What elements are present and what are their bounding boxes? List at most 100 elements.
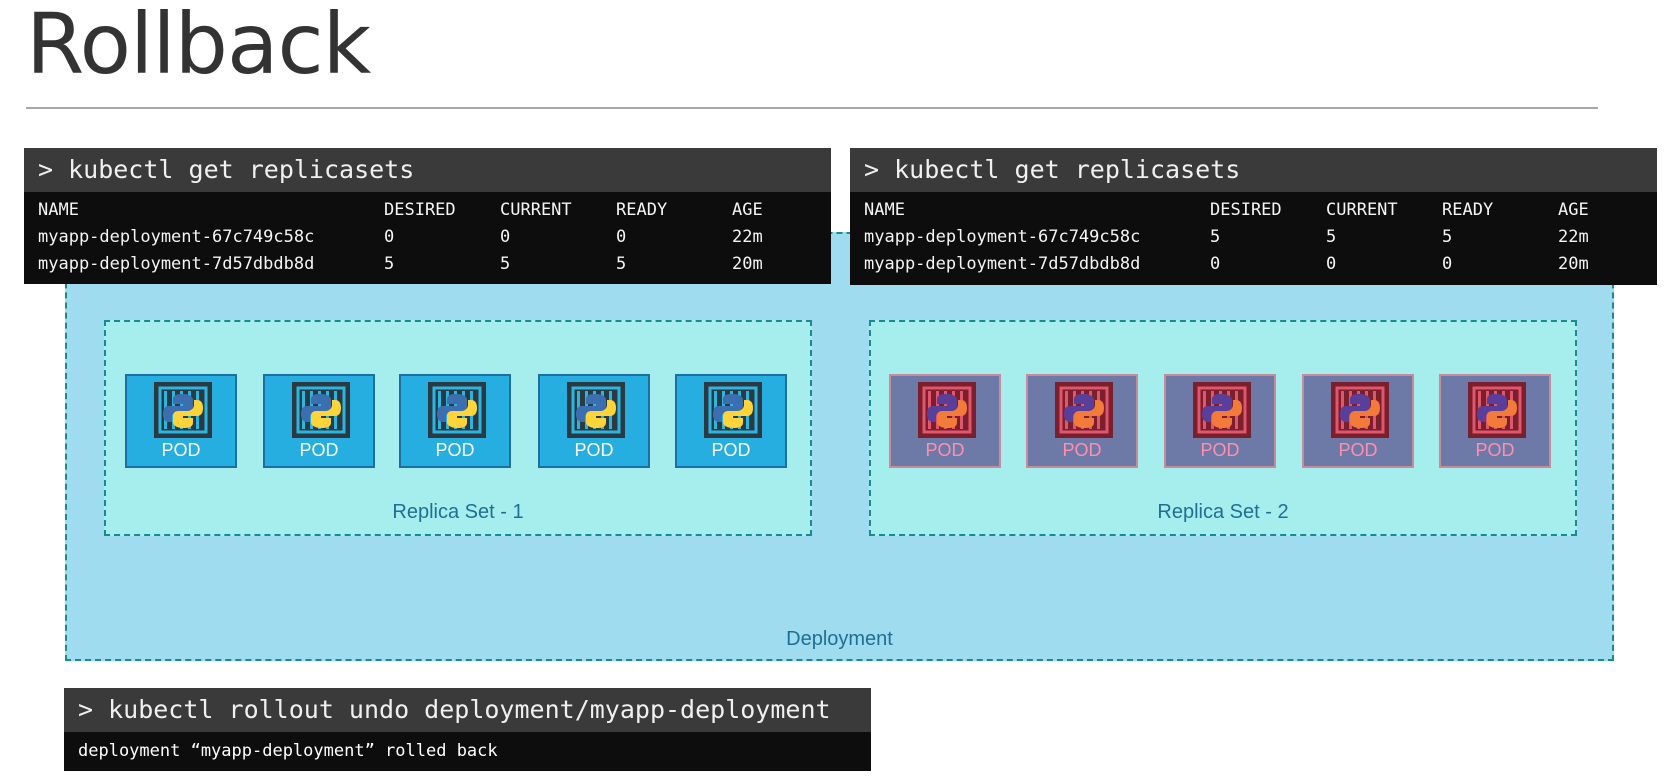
python-logo-svg: [1335, 386, 1385, 434]
python-container-icon: [1331, 382, 1389, 438]
table-cell: 5: [1442, 226, 1453, 247]
page-title: Rollback: [26, 0, 371, 93]
pod-red: POD: [1439, 374, 1551, 468]
table-cell: 0: [1442, 253, 1453, 274]
pod-label: POD: [1338, 440, 1378, 460]
table-header-row: NAME DESIRED CURRENT READY AGE: [38, 196, 763, 223]
replicasets-table: NAME DESIRED CURRENT READY AGE myapp-dep…: [864, 196, 1589, 277]
python-snake-upper: [301, 394, 331, 422]
terminal-command: > kubectl get replicasets: [24, 148, 831, 192]
container-frame: [922, 386, 972, 434]
python-logo-svg: [708, 386, 758, 434]
pod-blue: POD: [263, 374, 375, 468]
table-row: myapp-deployment-7d57dbdb8d 0 0 0 20m: [864, 250, 1589, 277]
table-cell: 0: [384, 226, 395, 247]
python-snake-upper: [163, 394, 193, 422]
python-snake-upper: [1340, 394, 1370, 422]
python-snake-lower: [311, 400, 341, 428]
column-header: NAME: [864, 199, 905, 220]
replica-set-label: Replica Set - 2: [1157, 501, 1289, 523]
pod-label: POD: [435, 440, 475, 460]
table-cell: 0: [500, 226, 511, 247]
container-frame: [158, 386, 208, 434]
table-cell: 0: [1326, 253, 1337, 274]
replicasets-table: NAME DESIRED CURRENT READY AGE myapp-dep…: [38, 196, 763, 277]
container-frame: [1335, 386, 1385, 434]
terminal-rollout-undo: > kubectl rollout undo deployment/myapp-…: [64, 688, 871, 771]
python-container-icon: [918, 382, 976, 438]
container-frame: [571, 386, 621, 434]
container-frame: [1059, 386, 1109, 434]
container-frame: [1472, 386, 1522, 434]
python-snake-lower: [586, 400, 616, 428]
replica-set-label: Replica Set - 1: [392, 501, 524, 523]
python-container-icon: [292, 382, 350, 438]
container-frame: [296, 386, 346, 434]
column-header: READY: [616, 199, 668, 220]
python-snake-lower: [1212, 400, 1242, 428]
table-cell: myapp-deployment-67c749c58c: [38, 226, 315, 247]
python-container-icon: [1055, 382, 1113, 438]
python-snake-lower: [447, 400, 477, 428]
table-header-row: NAME DESIRED CURRENT READY AGE: [864, 196, 1589, 223]
table-cell: 22m: [732, 226, 763, 247]
python-container-icon: [428, 382, 486, 438]
pod-red: POD: [1164, 374, 1276, 468]
terminal-output: deployment “myapp-deployment” rolled bac…: [78, 741, 498, 761]
pod-red: POD: [1302, 374, 1414, 468]
title-divider: [26, 107, 1598, 109]
table-cell: 20m: [732, 253, 763, 274]
python-container-icon: [567, 382, 625, 438]
table-cell: 0: [616, 226, 627, 247]
terminal-get-replicasets-right: > kubectl get replicasets NAME DESIRED C…: [850, 148, 1657, 285]
python-logo-svg: [1197, 386, 1247, 434]
python-container-icon: [704, 382, 762, 438]
python-snake-upper: [1202, 394, 1232, 422]
python-snake-upper: [713, 394, 743, 422]
pod-blue: POD: [538, 374, 650, 468]
python-logo-svg: [1472, 386, 1522, 434]
python-container-icon: [154, 382, 212, 438]
pod-label: POD: [1200, 440, 1240, 460]
terminal-command: > kubectl rollout undo deployment/myapp-…: [64, 688, 871, 732]
pod-red: POD: [1026, 374, 1138, 468]
table-cell: 5: [1210, 226, 1221, 247]
pod-label: POD: [1475, 440, 1515, 460]
pod-label: POD: [711, 440, 751, 460]
python-snake-lower: [1487, 400, 1517, 428]
pod-blue: POD: [399, 374, 511, 468]
container-frame: [1197, 386, 1247, 434]
python-snake-upper: [1064, 394, 1094, 422]
column-header: CURRENT: [500, 199, 572, 220]
python-snake-lower: [1074, 400, 1104, 428]
python-snake-lower: [723, 400, 753, 428]
deployment-label: Deployment: [786, 628, 893, 650]
container-frame: [432, 386, 482, 434]
python-logo-svg: [1059, 386, 1109, 434]
table-cell: 22m: [1558, 226, 1589, 247]
table-cell: 20m: [1558, 253, 1589, 274]
python-snake-lower: [937, 400, 967, 428]
table-cell: 5: [1326, 226, 1337, 247]
pod-blue: POD: [675, 374, 787, 468]
python-container-icon: [1468, 382, 1526, 438]
table-cell: 0: [1210, 253, 1221, 274]
python-logo-svg: [432, 386, 482, 434]
python-snake-lower: [1350, 400, 1380, 428]
table-row: myapp-deployment-67c749c58c 0 0 0 22m: [38, 223, 763, 250]
python-snake-upper: [437, 394, 467, 422]
python-logo-svg: [571, 386, 621, 434]
python-snake-upper: [576, 394, 606, 422]
column-header: AGE: [1558, 199, 1589, 220]
python-snake-upper: [1477, 394, 1507, 422]
pod-label: POD: [1062, 440, 1102, 460]
pod-red: POD: [889, 374, 1001, 468]
terminal-get-replicasets-left: > kubectl get replicasets NAME DESIRED C…: [24, 148, 831, 284]
pod-label: POD: [161, 440, 201, 460]
table-cell: myapp-deployment-7d57dbdb8d: [38, 253, 315, 274]
python-logo-svg: [922, 386, 972, 434]
python-snake-upper: [927, 394, 957, 422]
table-cell: myapp-deployment-7d57dbdb8d: [864, 253, 1141, 274]
table-cell: 5: [384, 253, 395, 274]
pod-label: POD: [574, 440, 614, 460]
